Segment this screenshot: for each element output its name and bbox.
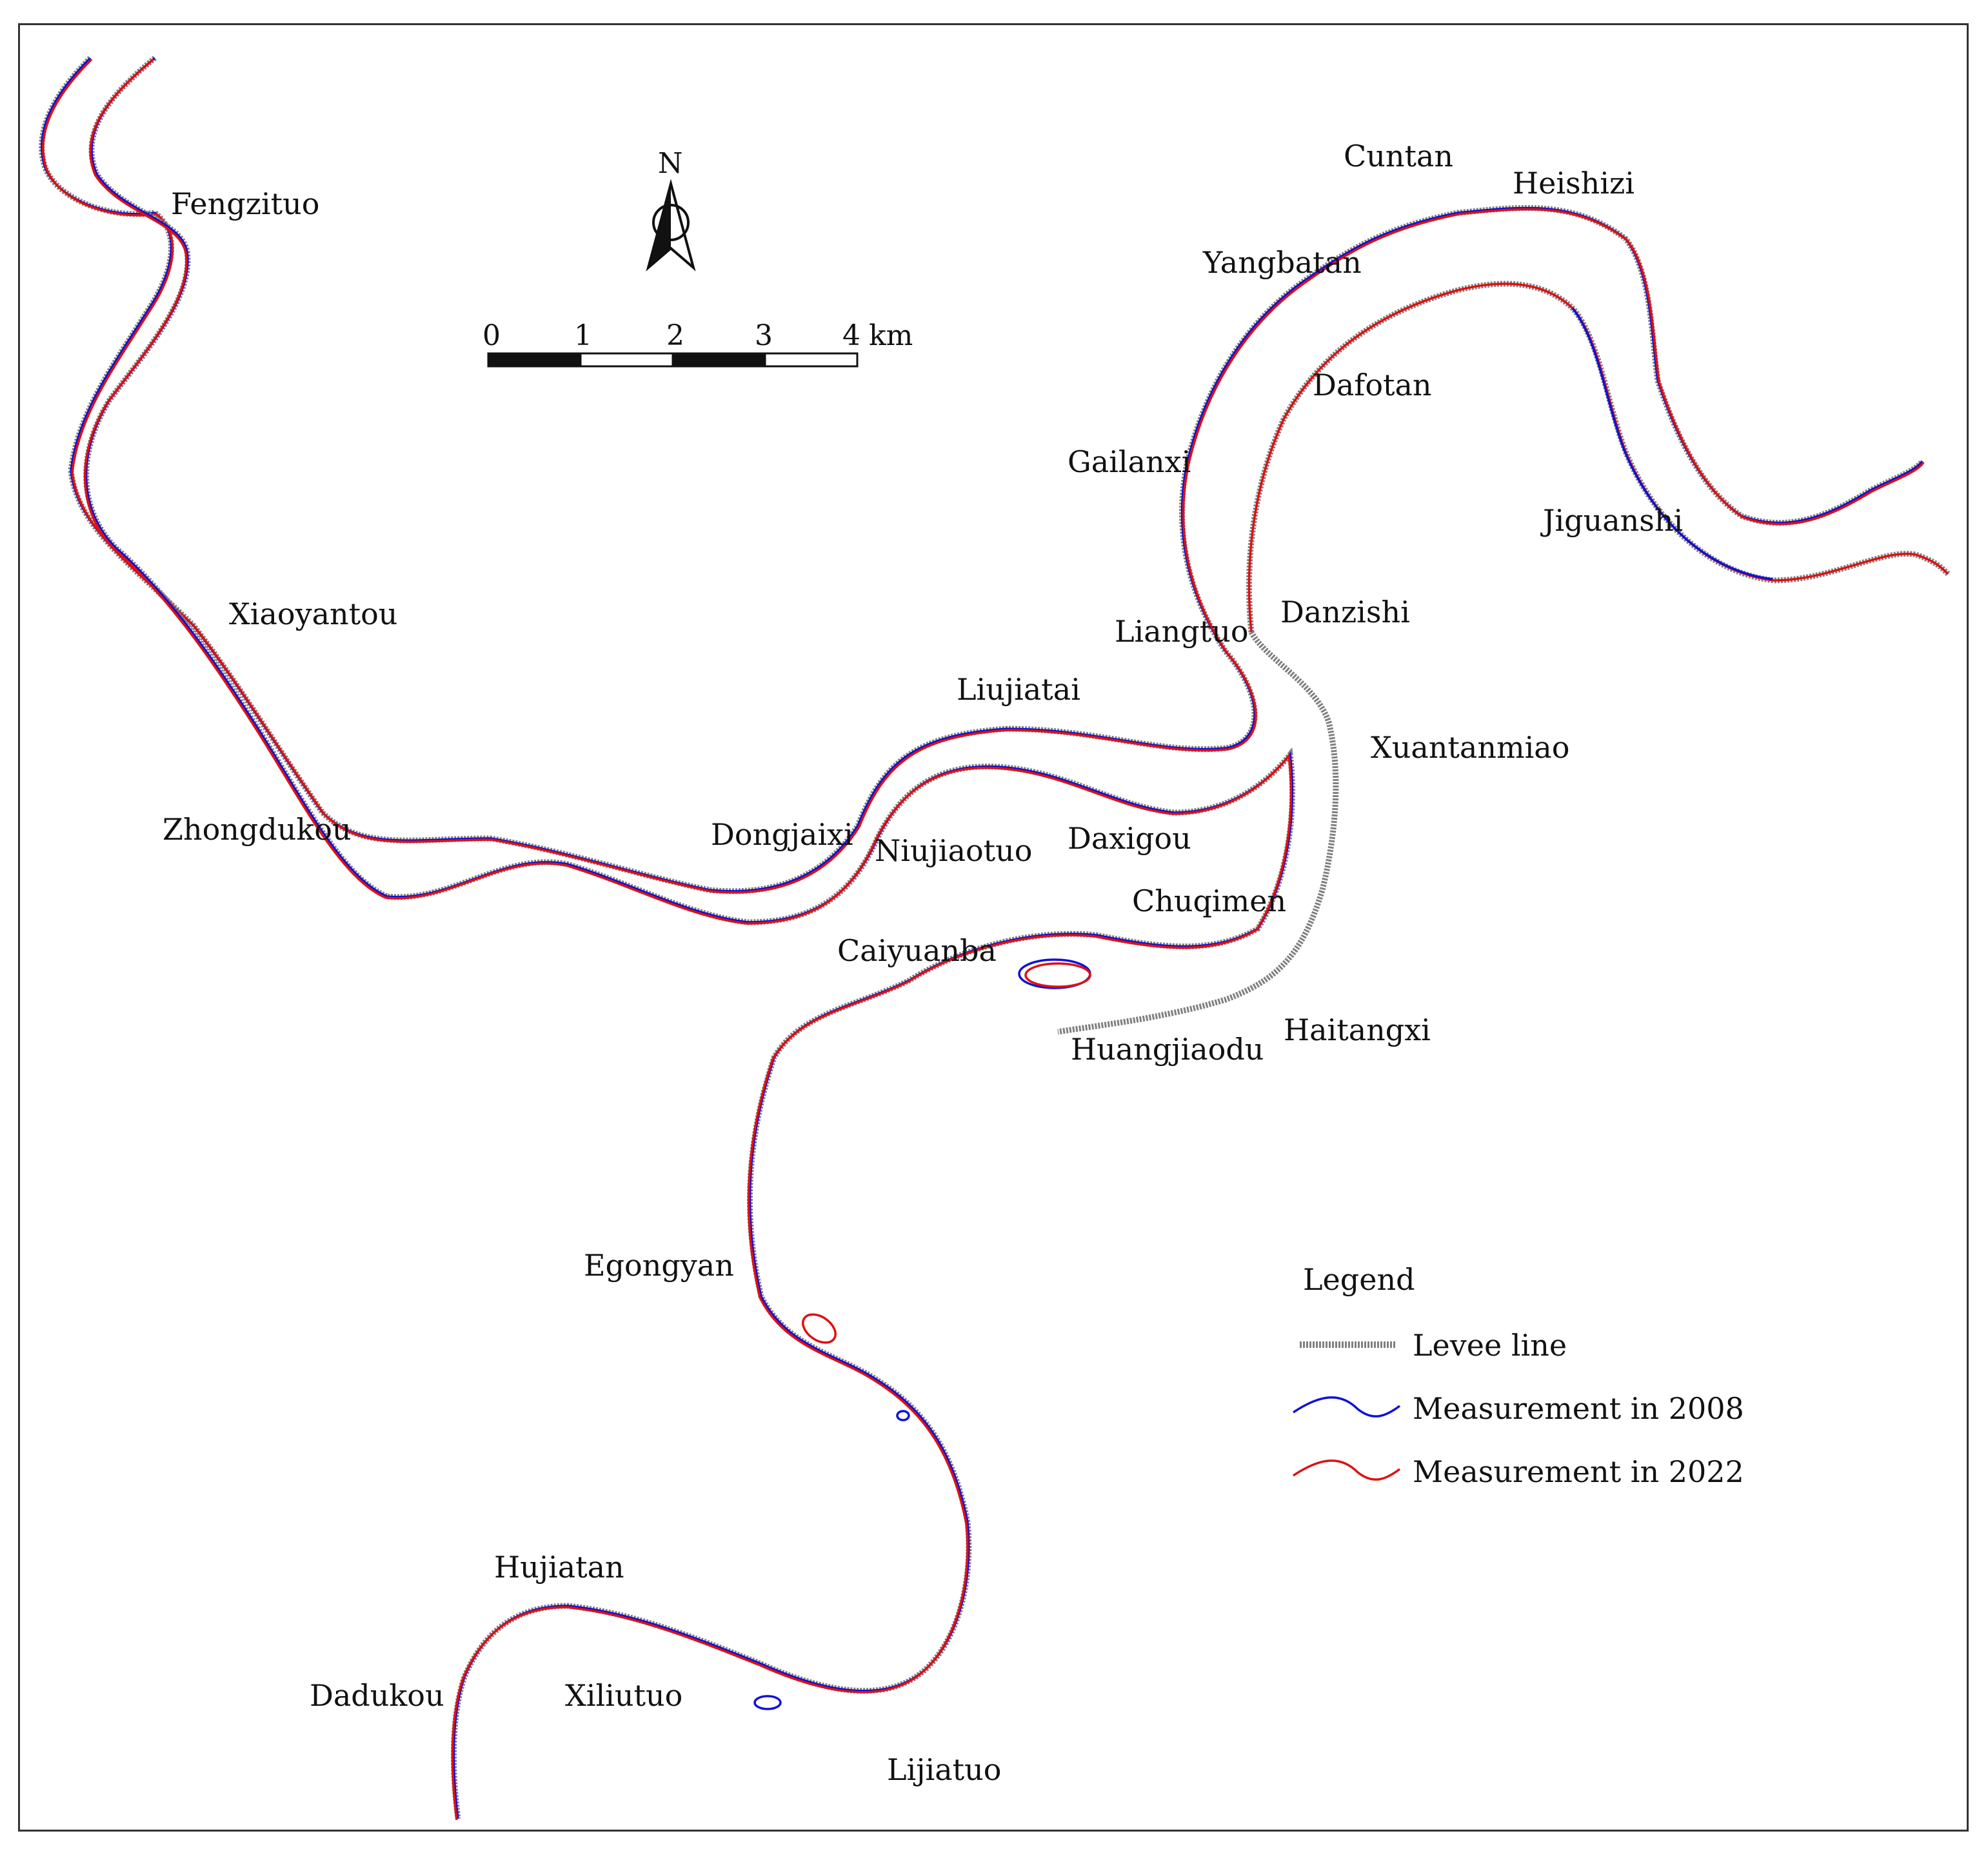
scale-tick-0: 0 — [482, 319, 501, 352]
river-bank-upper — [39, 55, 1925, 894]
scale-tick-1: 1 — [574, 319, 592, 352]
islands — [753, 958, 1091, 1710]
north-arrow: N — [646, 147, 696, 272]
legend-item-levee: Levee line — [1300, 1328, 1567, 1363]
legend-title: Legend — [1303, 1262, 1415, 1297]
scale-tick-3: 3 — [755, 319, 773, 352]
map-frame — [18, 23, 1969, 1832]
place-cuntan: Cuntan — [1344, 139, 1453, 173]
legend-label-2022: Measurement in 2022 — [1413, 1454, 1744, 1489]
scale-tick-2: 2 — [666, 319, 684, 352]
legend-item-2008: Measurement in 2008 — [1293, 1391, 1744, 1426]
place-huangjiaodu: Huangjiaodu — [1071, 1032, 1264, 1067]
place-dafotan: Dafotan — [1313, 368, 1432, 402]
place-lijiatuo: Lijiatuo — [887, 1752, 1001, 1787]
place-daxigou: Daxigou — [1068, 821, 1191, 856]
place-gailanxi: Gailanxi — [1068, 444, 1191, 479]
legend-label-levee: Levee line — [1413, 1328, 1567, 1363]
place-xuantanmiao: Xuantanmiao — [1371, 730, 1569, 765]
place-zhongdukou: Zhongdukou — [163, 812, 352, 847]
legend: Legend Levee line Measurement in 2008 Me… — [1293, 1262, 1744, 1489]
river-bank-lower — [83, 55, 1295, 1821]
place-chuqimen: Chuqimen — [1132, 884, 1286, 918]
place-hujiatan: Hujiatan — [494, 1550, 624, 1585]
place-dongjaixi: Dongjaixi — [711, 817, 853, 852]
place-xiaoyantou: Xiaoyantou — [229, 597, 397, 631]
legend-label-2008: Measurement in 2008 — [1413, 1391, 1744, 1426]
place-caiyuanba: Caiyuanba — [837, 933, 997, 968]
place-fengzituo: Fengzituo — [171, 186, 319, 221]
scale-bar: 0 1 2 3 4 km — [482, 319, 913, 368]
place-egongyan: Egongyan — [584, 1248, 734, 1283]
scale-tick-4: 4 — [842, 319, 860, 352]
place-liangtuo: Liangtuo — [1115, 614, 1249, 649]
place-heishizi: Heishizi — [1513, 166, 1635, 201]
scale-unit: km — [869, 319, 913, 352]
place-yangbatan: Yangbatan — [1202, 245, 1362, 280]
place-labels: Fengzituo Xiaoyantou Zhongdukou Dongjaix… — [163, 139, 1683, 1787]
legend-item-2022: Measurement in 2022 — [1293, 1454, 1744, 1489]
place-liujiatai: Liujiatai — [957, 672, 1080, 707]
place-jiguanshi: Jiguanshi — [1540, 503, 1683, 538]
river-bank-ne-inner — [1057, 281, 1951, 1035]
place-danzishi: Danzishi — [1280, 595, 1410, 629]
place-xiliutuo: Xiliutuo — [565, 1678, 682, 1713]
north-label: N — [658, 147, 683, 180]
place-haitangxi: Haitangxi — [1284, 1013, 1431, 1047]
place-niujiaotuo: Niujiaotuo — [875, 833, 1033, 868]
place-dadukou: Dadukou — [310, 1678, 444, 1713]
